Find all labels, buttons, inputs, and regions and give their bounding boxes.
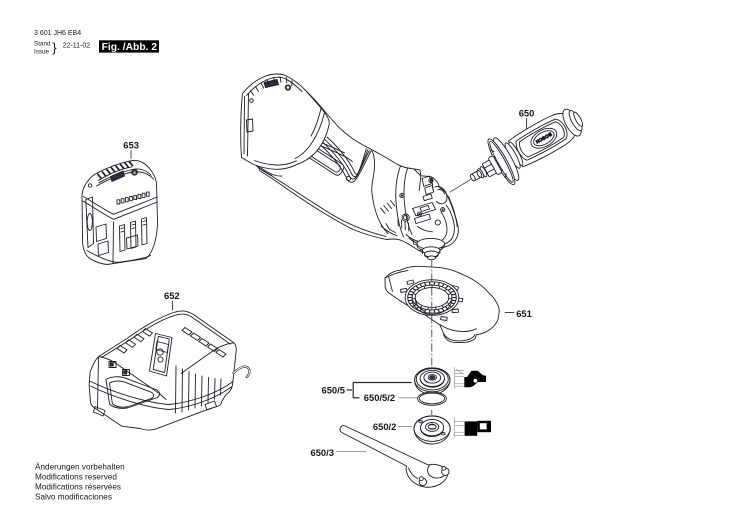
svg-text:Modifications reserved: Modifications reserved — [35, 472, 117, 481]
svg-text:Issue: Issue — [34, 49, 50, 56]
svg-text:652: 652 — [164, 290, 180, 301]
svg-text:650: 650 — [519, 107, 535, 118]
svg-text:650/3: 650/3 — [311, 447, 334, 458]
svg-text:653: 653 — [123, 139, 139, 150]
svg-text:3 601 JH6 EB4: 3 601 JH6 EB4 — [34, 30, 81, 37]
svg-text:Änderungen vorbehalten: Änderungen vorbehalten — [35, 461, 125, 471]
svg-text:}: } — [52, 40, 57, 55]
svg-text:Fig. /Abb. 2: Fig. /Abb. 2 — [102, 42, 158, 53]
svg-text:650/5: 650/5 — [322, 385, 345, 396]
svg-text:650/5/2: 650/5/2 — [364, 392, 395, 403]
svg-text:22-11-02: 22-11-02 — [63, 42, 91, 49]
svg-text:Salvo modificaciones: Salvo modificaciones — [35, 493, 112, 502]
svg-text:Stand: Stand — [34, 41, 51, 48]
svg-text:650/2: 650/2 — [373, 421, 396, 432]
svg-text:Modifications réservées: Modifications réservées — [35, 483, 121, 492]
svg-text:651: 651 — [516, 308, 532, 319]
